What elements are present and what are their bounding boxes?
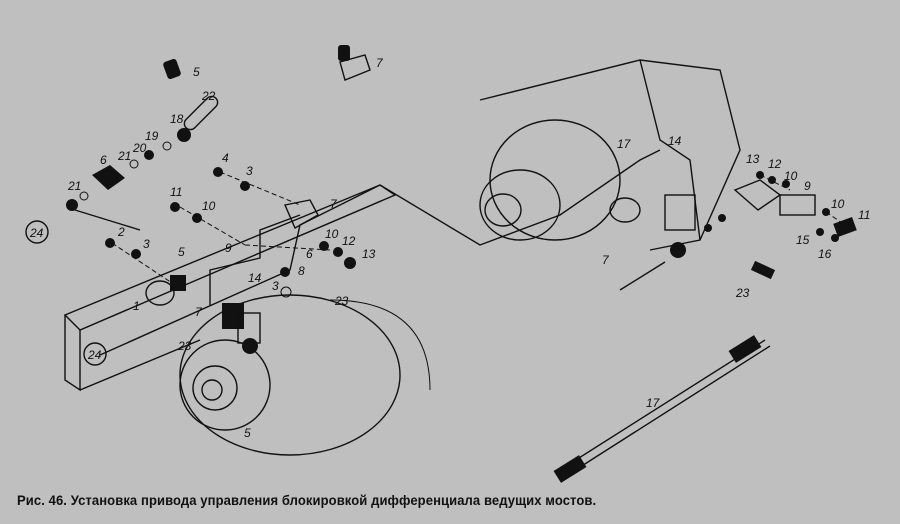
- callout: 9: [804, 179, 811, 193]
- callout: 7: [376, 56, 384, 70]
- callout: 24: [29, 226, 44, 240]
- callout: 24: [87, 348, 102, 362]
- callout: 10: [784, 169, 798, 183]
- callout: 1: [133, 299, 140, 313]
- callout: 3: [246, 164, 253, 178]
- callout: 15: [796, 233, 810, 247]
- callout: 23: [177, 339, 192, 353]
- part-24-callouts: [25, 220, 107, 366]
- figure-caption: Рис. 46. Установка привода управления бл…: [17, 492, 597, 508]
- callout: 14: [668, 134, 682, 148]
- callout: 17: [646, 396, 661, 410]
- callout: 16: [818, 247, 832, 261]
- callout: 22: [201, 89, 216, 103]
- callout: 7: [330, 197, 338, 211]
- callout: 17: [617, 137, 632, 151]
- callout: 13: [362, 247, 376, 261]
- pipelines: [74, 149, 771, 477]
- callout: 6: [100, 153, 107, 167]
- callout: 21: [117, 149, 131, 163]
- callout: 10: [202, 199, 216, 213]
- callout: 23: [735, 286, 750, 300]
- callout: 6: [306, 247, 313, 261]
- callout: 2: [117, 225, 125, 239]
- frame-rail: [63, 184, 397, 392]
- callout: 3: [143, 237, 150, 251]
- callout: 7: [602, 253, 610, 267]
- callout: 7: [195, 305, 203, 319]
- callout: 12: [342, 234, 356, 248]
- callout: 5: [178, 245, 185, 259]
- callout: 23: [334, 294, 349, 308]
- rear-axle-housing: [479, 59, 741, 251]
- callout: 10: [831, 197, 845, 211]
- front-axle-housing: [179, 294, 431, 456]
- callout: 18: [170, 112, 184, 126]
- callout: 11: [858, 208, 870, 222]
- callout: 14: [248, 271, 262, 285]
- callout: 19: [145, 129, 159, 143]
- callout: 8: [298, 264, 305, 278]
- callout: 11: [170, 185, 182, 199]
- callout: 3: [272, 279, 279, 293]
- callout: 5: [193, 65, 200, 79]
- callout: 20: [132, 141, 147, 155]
- callout: 5: [244, 426, 251, 440]
- callout: 21: [67, 179, 81, 193]
- callout: 12: [768, 157, 782, 171]
- parts: [66, 45, 857, 483]
- callout: 13: [746, 152, 760, 166]
- leader-lines: [111, 171, 846, 286]
- callout: 4: [222, 151, 229, 165]
- callout: 10: [325, 227, 339, 241]
- callout: 9: [225, 241, 232, 255]
- callout-labels: 5 7 22 18 19 20 21 6 21 24 4 3 11 10 7 2…: [29, 56, 870, 440]
